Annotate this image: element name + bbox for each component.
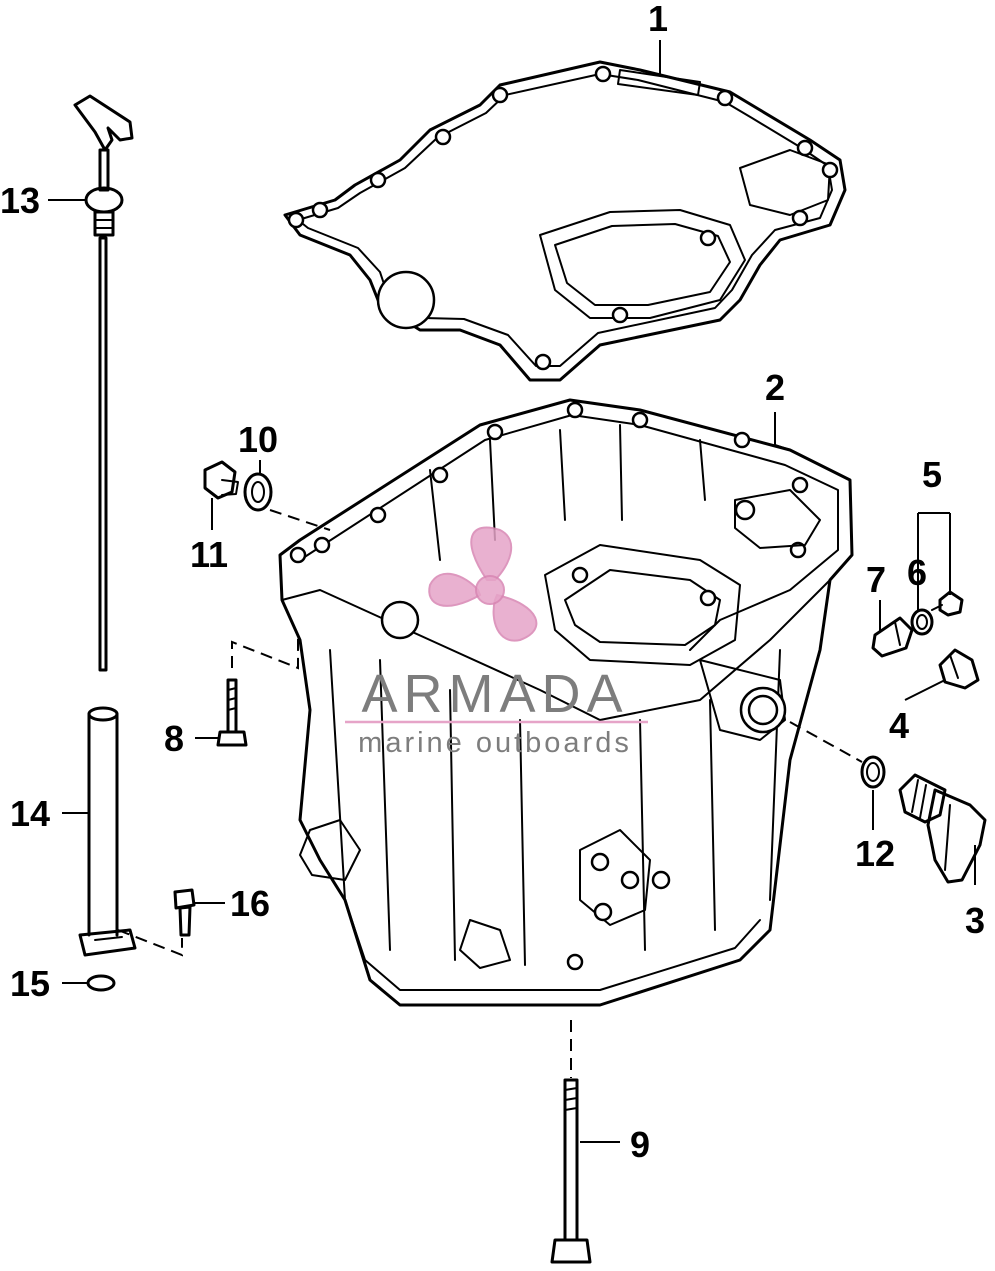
part-3-drain-plug [898,773,987,884]
part-8-bolt [216,678,248,747]
part-4-cap [938,648,980,690]
part-11-plug [203,460,239,500]
part-9-long-bolt [550,1078,592,1264]
callout-5: 5 [922,454,942,495]
part-16-bolt [173,888,196,937]
callout-11: 11 [190,534,228,575]
callout-1: 1 [648,0,668,39]
part-10-washer [243,472,273,512]
callout-15: 15 [10,963,50,1004]
part-15-o-ring [86,974,116,992]
callout-3: 3 [965,900,985,941]
callout-13: 13 [0,180,40,221]
callout-10: 10 [238,419,278,460]
callout-2: 2 [765,367,785,408]
watermark-brand: ARMADA [361,664,628,724]
callout-labels: 1 2 3 4 5 6 7 8 9 10 11 12 13 14 15 16 [0,0,985,1165]
part-7-fitting [871,616,914,658]
armada-watermark: ARMADA marine outboards [345,526,648,759]
part-13-dipstick [73,94,134,672]
part-5-bolt [931,590,964,617]
callout-7: 7 [866,559,886,600]
callout-4: 4 [889,705,909,746]
callout-6: 6 [907,552,927,593]
part-2-oil-pan [278,398,854,1007]
watermark-tagline: marine outboards [358,727,632,759]
part-1-gasket [283,60,847,382]
callout-12: 12 [855,833,895,874]
part-6-washer [910,608,934,636]
propeller-logo [428,526,538,642]
callout-8: 8 [164,718,184,759]
part-12-o-ring [860,755,886,789]
callout-9: 9 [630,1124,650,1165]
part-14-guide-tube [78,706,137,957]
callout-16: 16 [230,883,270,924]
leader-lines [48,40,976,1143]
callout-14: 14 [10,793,50,834]
